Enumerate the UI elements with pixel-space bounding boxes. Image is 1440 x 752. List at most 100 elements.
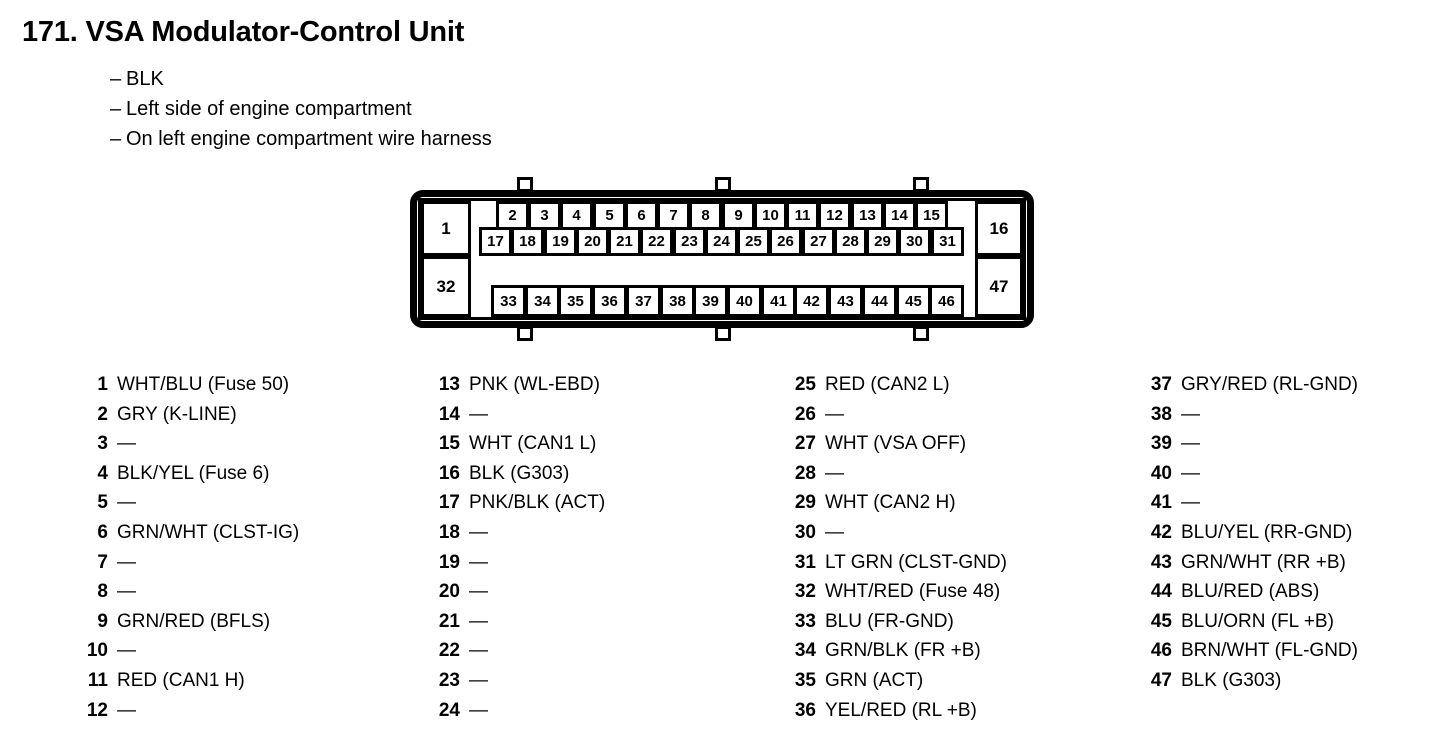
pin-number: 40 — [1150, 462, 1172, 484]
pin-description: — — [469, 699, 488, 721]
pin-number: 32 — [794, 581, 816, 603]
pin-legend-row: 24 — — [430, 696, 605, 726]
pin-number: 18 — [438, 521, 460, 543]
pin-number: 27 — [794, 433, 816, 455]
pin-legend-row: 37 GRY/RED (RL-GND) — [1142, 370, 1358, 400]
pin-number: 7 — [97, 551, 108, 573]
pin-number: 38 — [1150, 403, 1172, 425]
pin-number: 30 — [794, 521, 816, 543]
pin-legend-row: 5— — [78, 488, 299, 518]
connector-pin-20: 20 — [576, 227, 609, 256]
pin-legend-row: 14 — — [430, 400, 605, 430]
pin-number: 29 — [794, 492, 816, 514]
pin-legend-row: 10— — [78, 636, 299, 666]
pin-legend-row: 7— — [78, 548, 299, 578]
pin-number: 31 — [794, 551, 816, 573]
pin-legend-row: 23— — [430, 666, 605, 696]
pin-number: 37 — [1150, 374, 1172, 395]
pin-description: YEL/RED (RL +B) — [825, 699, 977, 721]
pin-description: — — [469, 521, 488, 543]
connector-pin-7: 7 — [657, 201, 690, 230]
pin-number: 43 — [1150, 551, 1172, 573]
connector-pin-45: 45 — [896, 285, 931, 317]
pin-description: — — [469, 551, 488, 573]
pin-description: — — [469, 403, 488, 425]
pin-legend-row: 38 — — [1142, 400, 1358, 430]
connector-pin-46: 46 — [929, 285, 964, 317]
pin-number: 9 — [97, 610, 108, 632]
pin-description: — — [117, 551, 136, 573]
pin-legend-row: 40— — [1142, 459, 1358, 489]
pin-description: BLK/YEL (Fuse 6) — [117, 462, 270, 484]
pin-description: WHT (CAN1 L) — [469, 433, 597, 455]
connector-pin-27: 27 — [802, 227, 835, 256]
connector-pin-35: 35 — [558, 285, 593, 317]
pin-description: — — [117, 433, 136, 455]
pin-legend-row: 28— — [786, 459, 1007, 489]
connector-pin-2: 2 — [496, 201, 529, 230]
connector-pin-19: 19 — [544, 227, 577, 256]
connector-pin-42: 42 — [794, 285, 829, 317]
connector-pin-29: 29 — [866, 227, 899, 256]
pin-description: — — [469, 669, 488, 691]
pin-number: 16 — [438, 462, 460, 484]
pin-description: — — [469, 610, 488, 632]
pin-description: BLU/RED (ABS) — [1181, 581, 1320, 603]
connector-pin-18: 18 — [511, 227, 544, 256]
pin-description: — — [1181, 492, 1200, 514]
connector-pin-23: 23 — [673, 227, 706, 256]
pin-description: — — [825, 403, 844, 425]
pin-description: BRN/WHT (FL-GND) — [1181, 640, 1358, 662]
pin-description: WHT/BLU (Fuse 50) — [117, 374, 290, 395]
connector-pin-38: 38 — [660, 285, 695, 317]
connector-pin-41: 41 — [761, 285, 796, 317]
pin-number: 14 — [438, 403, 460, 425]
pin-number: 35 — [794, 669, 816, 691]
connector-note: –On left engine compartment wire harness — [110, 124, 492, 154]
pin-description: PNK/BLK (ACT) — [469, 492, 606, 514]
pin-number: 1 — [97, 374, 108, 395]
latch-tab-bottom-3 — [913, 326, 929, 341]
pin-description: GRY (K-LINE) — [117, 403, 237, 425]
connector-pin-1: 1 — [421, 201, 471, 256]
connector-pin-3: 3 — [528, 201, 561, 230]
pin-number: 24 — [438, 699, 460, 721]
pin-description: LT GRN (CLST-GND) — [825, 551, 1007, 573]
pin-description: — — [1181, 403, 1200, 425]
pin-description: BLU (FR-GND) — [825, 610, 954, 632]
pin-legend-row: 1 WHT/BLU (Fuse 50) — [78, 370, 299, 400]
pin-legend-row: 41— — [1142, 488, 1358, 518]
pin-legend-row: 21 — — [430, 607, 605, 637]
pin-description: — — [469, 581, 488, 603]
note-text: On left engine compartment wire harness — [126, 128, 492, 150]
latch-tab-top-1 — [517, 177, 533, 192]
pin-legend-row: 9 GRN/RED (BFLS) — [78, 607, 299, 637]
pin-legend-row: 8— — [78, 577, 299, 607]
latch-tab-bottom-2 — [715, 326, 731, 341]
connector-pin-8: 8 — [689, 201, 722, 230]
pin-description: GRN/RED (BFLS) — [117, 610, 271, 632]
pin-description: BLK (G303) — [469, 462, 570, 484]
connector-pin-24: 24 — [705, 227, 738, 256]
connector-pin-40: 40 — [727, 285, 762, 317]
pin-description: GRN/WHT (CLST-IG) — [117, 521, 300, 543]
pin-description: GRY/RED (RL-GND) — [1181, 374, 1358, 395]
pin-number: 21 — [438, 610, 460, 632]
connector-pin-47: 47 — [975, 256, 1023, 317]
connector-pin-43: 43 — [828, 285, 863, 317]
